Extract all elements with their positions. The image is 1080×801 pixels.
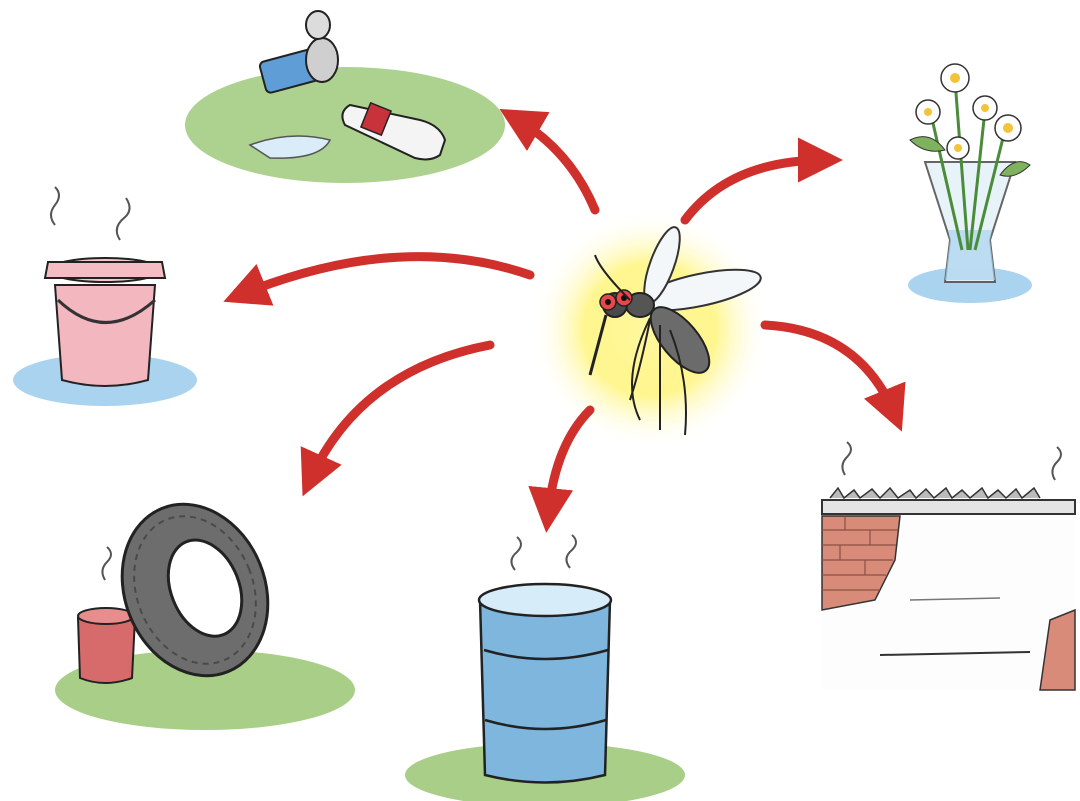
litter-icon [185,11,505,183]
bucket-icon [13,187,197,406]
tire-icon [55,482,355,730]
barrel-icon [405,535,685,801]
arrow-to-bucket [240,257,530,295]
wall-icon [822,442,1075,690]
arrow-to-litter [515,118,595,210]
arrow-to-vase [685,160,825,220]
mosquito-icon [530,210,770,450]
vase-icon [908,64,1032,303]
arrow-to-tire [310,345,490,480]
arrow-to-wall [765,325,895,415]
